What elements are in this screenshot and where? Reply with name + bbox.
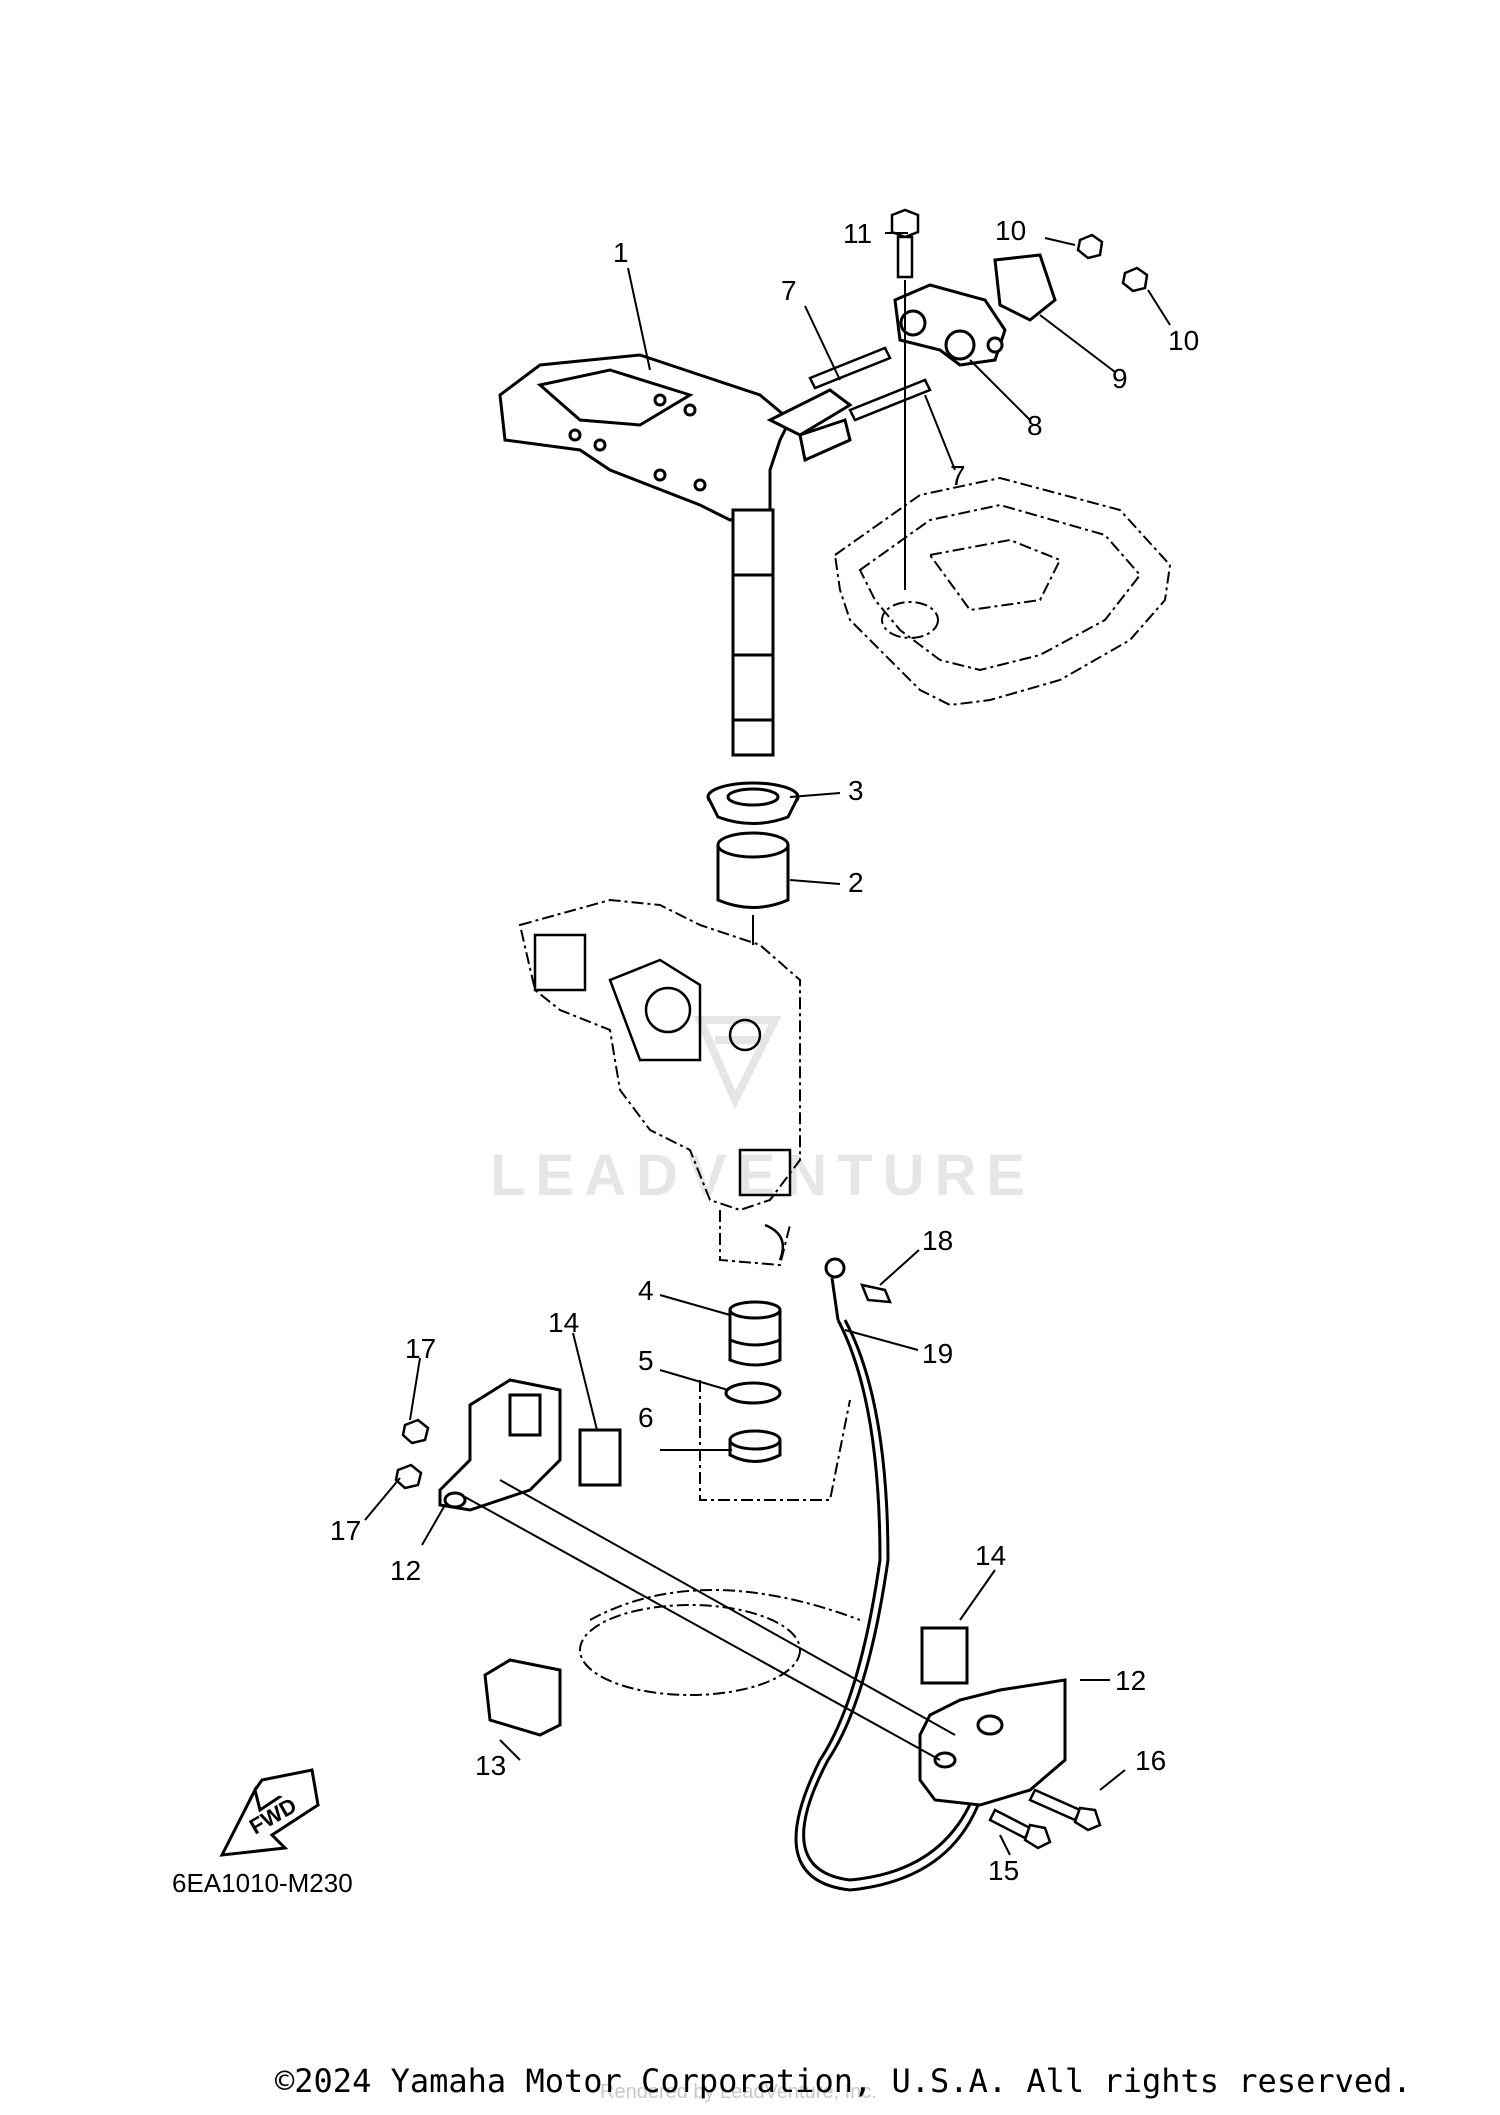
callout-17-upper: 17 [405, 1333, 436, 1364]
copyright-notice: ©2024 Yamaha Motor Corporation, U.S.A. A… [275, 2062, 1412, 2100]
nuts-17 [394, 1418, 430, 1490]
swivel-bracket-outline [518, 898, 861, 1696]
watermark-logo [693, 1016, 782, 1110]
seal-6 [728, 1429, 782, 1463]
nuts [1076, 233, 1149, 293]
callout-19: 19 [922, 1338, 953, 1369]
callout-7-lower: 7 [950, 460, 966, 491]
engine-block-outline [833, 476, 1172, 707]
damper-mount [893, 283, 1007, 367]
steering-arm [498, 353, 853, 522]
clamp-bolts-lines [464, 1479, 956, 1761]
swivel-bracket-details [533, 933, 792, 1261]
callout-3: 3 [848, 775, 864, 806]
bolt-15 [988, 1808, 1052, 1850]
callout-16: 16 [1135, 1745, 1166, 1776]
bolt-16 [1028, 1788, 1102, 1832]
bolt-11 [890, 208, 920, 279]
steering-shaft [731, 508, 775, 757]
callout-leaders [364, 232, 1171, 1856]
seal-3 [706, 781, 800, 825]
o-ring-5 [724, 1381, 782, 1405]
rubber-13 [483, 1658, 562, 1737]
callout-12-right: 12 [1115, 1665, 1146, 1696]
rubber-14-right [920, 1626, 969, 1685]
callout-14-right: 14 [975, 1540, 1006, 1571]
clamp-12-left [438, 1378, 562, 1512]
clamp-12-right [918, 1678, 1067, 1807]
ground-screw-18 [859, 1283, 892, 1304]
watermark-text: LEADVENTURE [490, 1143, 1035, 1208]
callout-8: 8 [1027, 410, 1043, 441]
mount-plate [993, 253, 1057, 322]
callout-10-lower: 10 [1168, 325, 1199, 356]
callout-2: 2 [848, 867, 864, 898]
callout-11: 11 [843, 218, 872, 249]
fwd-arrow-icon [219, 1768, 320, 1857]
callout-18: 18 [922, 1225, 953, 1256]
callout-10-upper: 10 [995, 215, 1026, 246]
callout-1: 1 [613, 237, 629, 268]
rubber-14-left [578, 1428, 622, 1487]
bushing-2 [716, 831, 790, 909]
stud-bolts [808, 346, 932, 422]
callout-5: 5 [638, 1345, 654, 1376]
callout-4: 4 [638, 1275, 654, 1306]
callout-13: 13 [475, 1750, 506, 1781]
callout-14-left: 14 [548, 1307, 579, 1338]
callout-17-lower: 17 [330, 1515, 361, 1546]
diagram-code: 6EA1010-M230 [172, 1868, 353, 1898]
callout-12-left: 12 [390, 1555, 421, 1586]
callout-6: 6 [638, 1402, 654, 1433]
callout-7-upper: 7 [781, 275, 797, 306]
callout-9: 9 [1112, 363, 1128, 394]
callout-15: 15 [988, 1855, 1019, 1886]
bushing-4 [728, 1300, 782, 1367]
watermark-footer: Rendered by LeadVenture, Inc. [600, 2081, 877, 2103]
